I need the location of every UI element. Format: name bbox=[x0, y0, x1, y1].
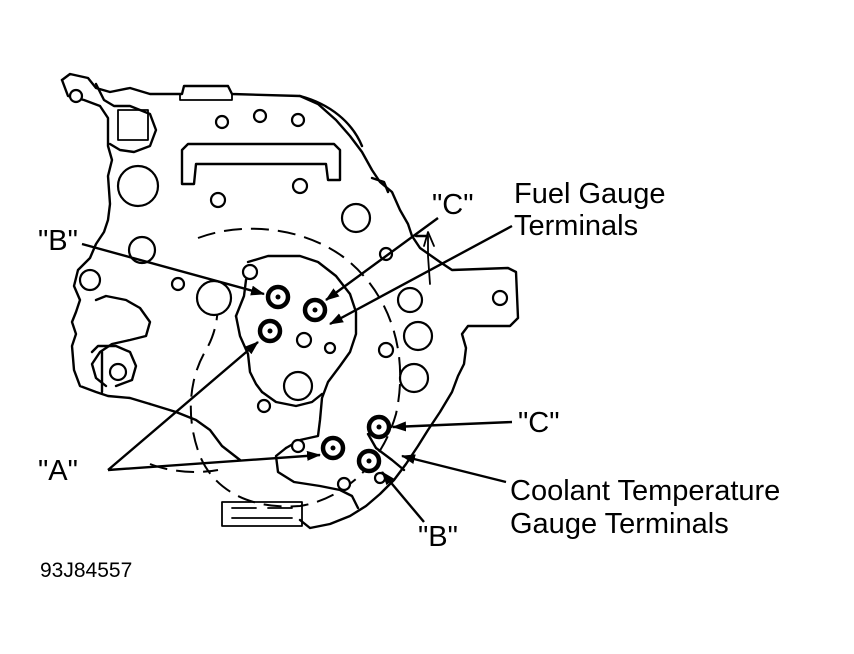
arrow-coolant bbox=[401, 454, 507, 484]
arrow-c-lower bbox=[392, 420, 513, 432]
mounting-holes bbox=[68, 88, 509, 492]
arrow-a-lower bbox=[107, 450, 321, 472]
dashed-subboard-outline bbox=[189, 227, 402, 508]
fuel-gauge-label-line1: Fuel Gauge bbox=[514, 178, 666, 210]
terminal-c-upper bbox=[302, 297, 328, 323]
label-c-upper: "C" bbox=[432, 189, 474, 221]
fuel-gauge-label-line2: Terminals bbox=[514, 210, 639, 242]
coolant-label-line1: Coolant Temperature bbox=[510, 475, 781, 507]
figure-code: 93J84557 bbox=[40, 559, 133, 582]
label-b-lower: "B" bbox=[418, 521, 458, 553]
terminal-screws bbox=[257, 284, 392, 474]
arrow-fuel-gauge bbox=[329, 224, 513, 326]
label-c-lower: "C" bbox=[518, 407, 560, 439]
coolant-label-line2: Gauge Terminals bbox=[510, 508, 729, 540]
terminal-a-lower bbox=[320, 435, 346, 461]
leader-arrows bbox=[81, 217, 513, 523]
backplate-outline bbox=[60, 72, 520, 530]
label-a: "A" bbox=[38, 455, 78, 487]
arrow-b-upper bbox=[81, 242, 265, 296]
arrow-b-lower bbox=[381, 471, 425, 523]
terminal-b-lower bbox=[356, 448, 382, 474]
terminal-b-upper bbox=[265, 284, 291, 310]
terminal-a-upper bbox=[257, 318, 283, 344]
label-b-upper: "B" bbox=[38, 225, 78, 257]
terminal-c-lower bbox=[366, 414, 392, 440]
arrow-c-upper bbox=[325, 217, 439, 301]
arrow-a-upper bbox=[107, 341, 259, 471]
